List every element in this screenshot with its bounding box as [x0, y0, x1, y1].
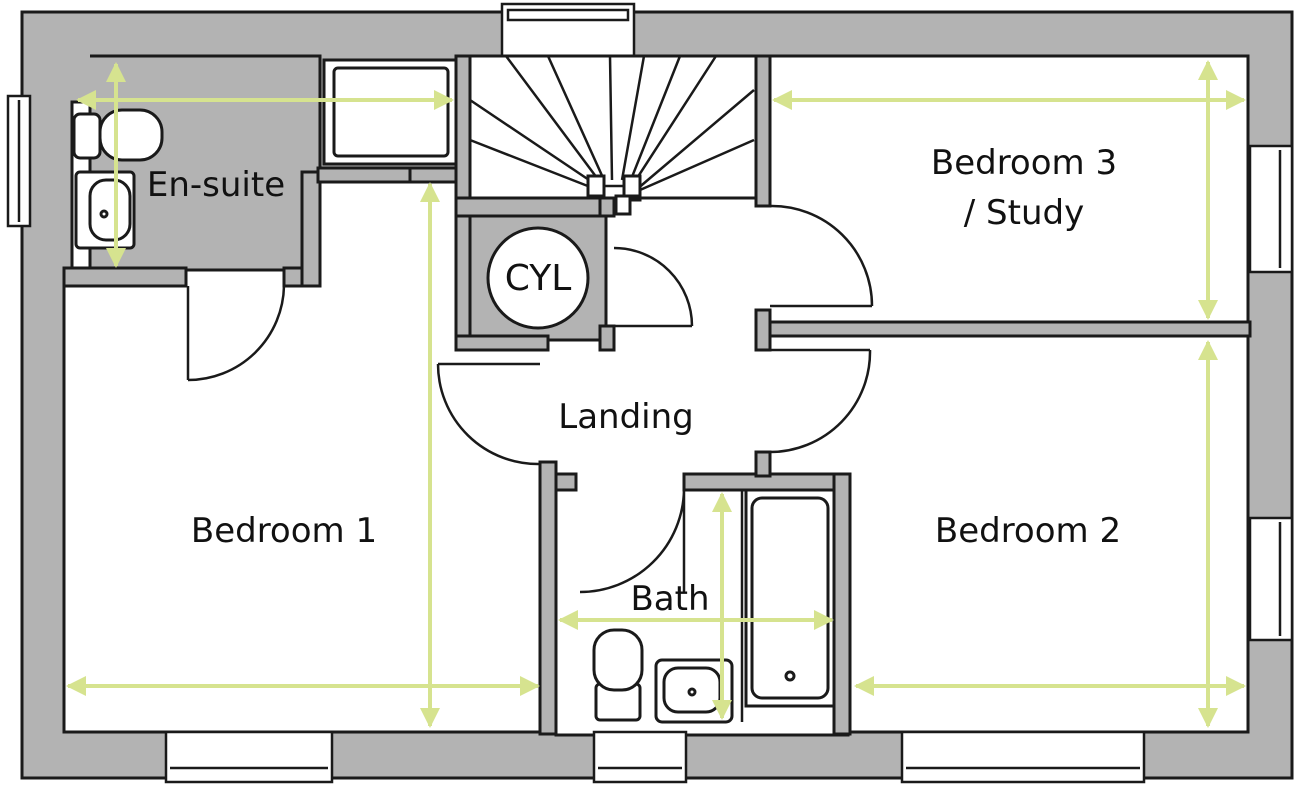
dimension-lines	[66, 60, 1246, 728]
room-label-bedroom2: Bedroom 2	[935, 511, 1121, 551]
room-label-landing: Landing	[558, 397, 694, 437]
wardrobe	[322, 58, 458, 166]
cylinder-cupboard: CYL	[486, 226, 590, 330]
window-top	[500, 2, 636, 58]
interior-walls	[62, 54, 1252, 736]
door-bedroom3	[769, 204, 874, 308]
door-ensuite	[186, 285, 286, 382]
room-label-study: / Study	[964, 193, 1084, 233]
door-cupboard	[613, 246, 694, 328]
staircase	[468, 54, 758, 216]
windows	[6, 2, 1294, 784]
window-bottom-bath	[592, 730, 688, 784]
room-label-bedroom3: Bedroom 3	[931, 143, 1117, 183]
window-bottom-right	[900, 730, 1146, 784]
door-bedroom2	[769, 348, 872, 454]
toilet-icon	[72, 112, 102, 160]
room-label-ensuite: En-suite	[147, 165, 285, 205]
cylinder-label: CYL	[505, 258, 572, 299]
room-label-bedroom1: Bedroom 1	[191, 511, 377, 551]
window-right-bottom	[1248, 516, 1294, 642]
door-bedroom1	[436, 362, 541, 466]
cylinder-icon	[486, 226, 590, 330]
door-bath	[579, 489, 686, 594]
window-right-top	[1248, 144, 1294, 274]
bath-fixtures	[592, 488, 836, 724]
room-label-bath: Bath	[630, 579, 709, 619]
doors	[186, 204, 874, 594]
window-bottom-left	[164, 730, 334, 784]
